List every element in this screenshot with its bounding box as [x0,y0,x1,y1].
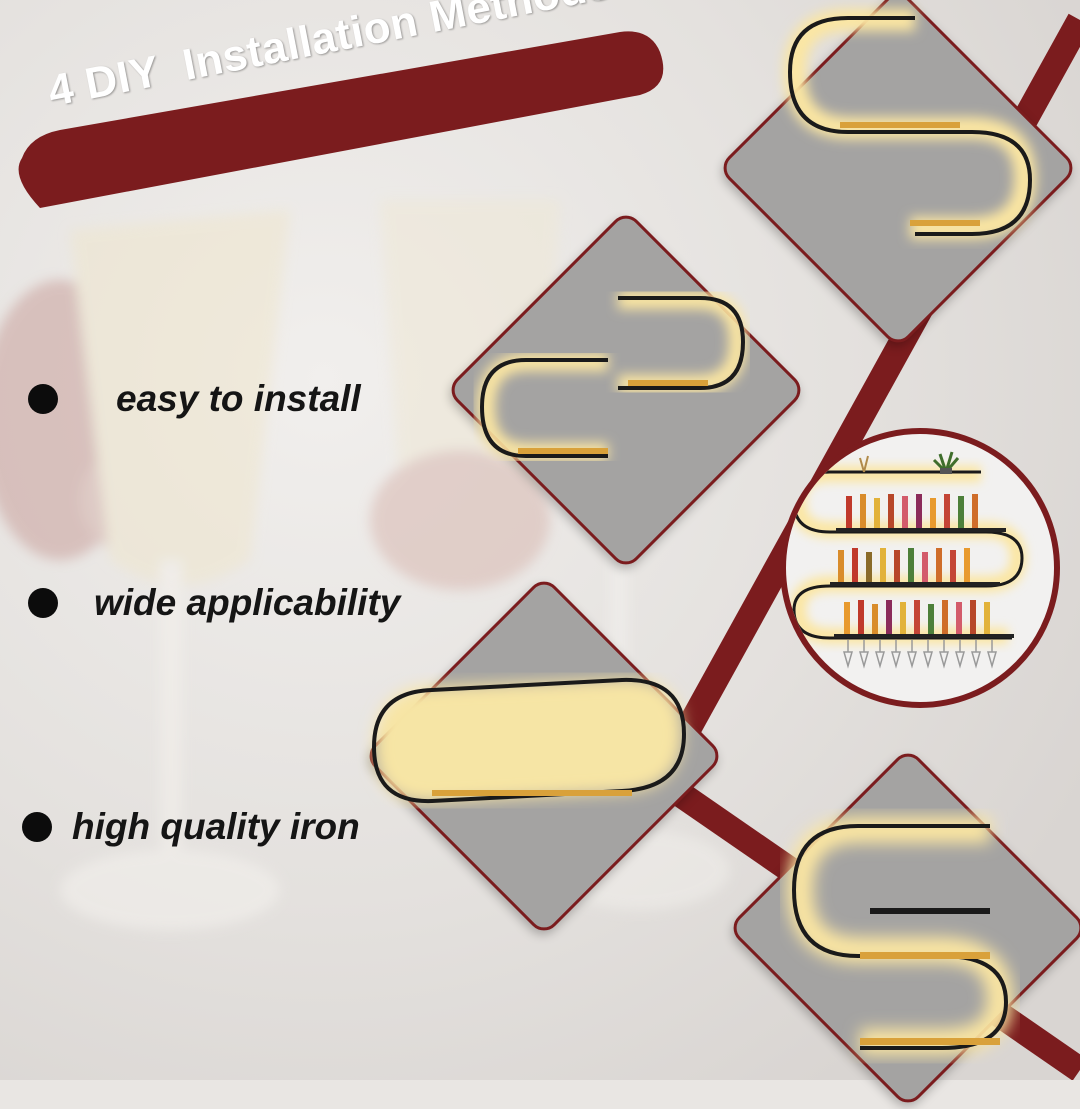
shelf-split-s-icon [476,291,748,461]
shelf-oval-icon [371,677,687,804]
feature-label: easy to install [116,378,361,419]
shelf-s-shape-large-icon [786,817,1014,1055]
feature-label: high quality iron [72,806,360,847]
feature-easy-install: easy to install [28,378,361,420]
shelf-s-shape-icon [783,9,1037,239]
feature-high-quality-iron: high quality iron [22,806,360,848]
product-photo [780,428,1060,708]
feature-wide-applicability: wide applicability [28,582,400,624]
plant-icon [932,451,960,474]
bullet-dot-icon [28,384,58,414]
bottle-icon [846,494,978,528]
bullet-dot-icon [28,588,58,618]
bullet-dot-icon [22,812,52,842]
wine-glass-icon [843,640,997,669]
bar-shelf-with-bottles [789,451,1027,669]
feature-label: wide applicability [94,582,401,623]
